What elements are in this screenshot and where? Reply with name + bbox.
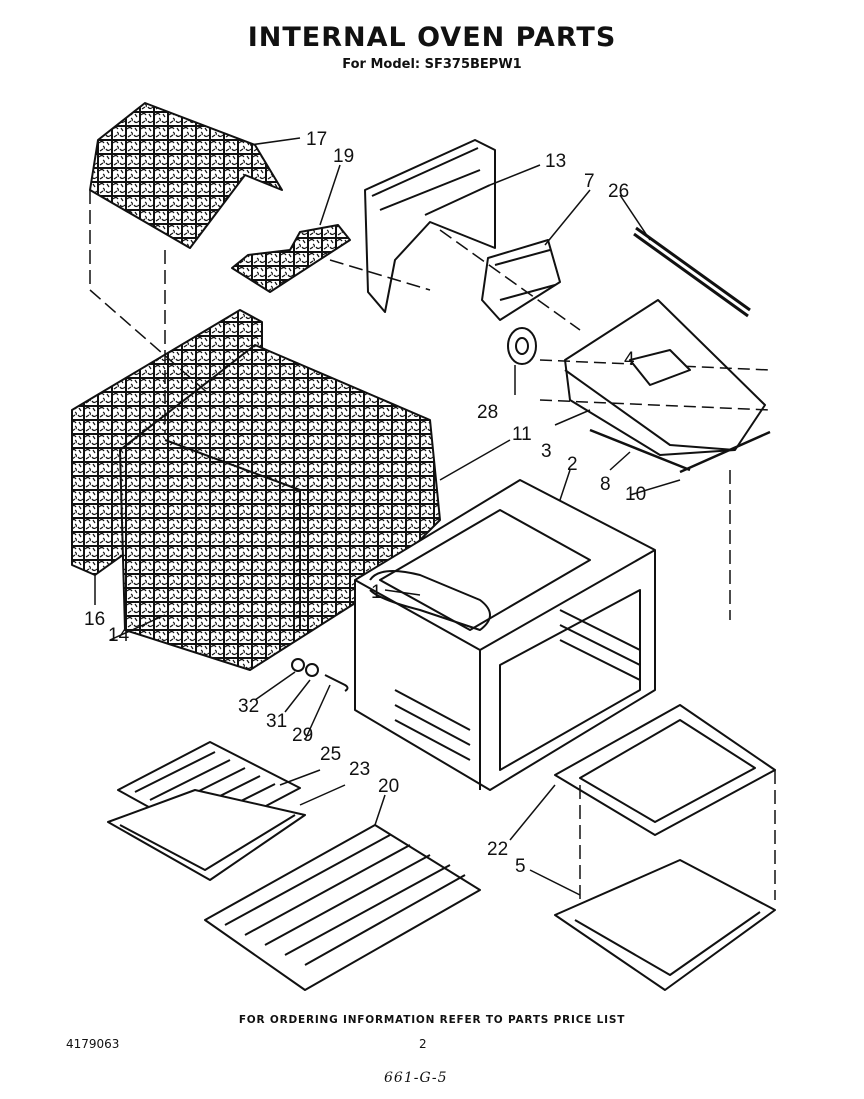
callout-1: 1: [371, 582, 382, 603]
part-1-element: [369, 570, 491, 631]
leader-lines: [94, 137, 681, 896]
document-number: 4179063: [66, 1037, 120, 1051]
part-32-nut: [291, 658, 305, 672]
callout-7: 7: [584, 171, 595, 192]
part-2-oven-liner: [354, 479, 656, 791]
part-29-clip: [324, 674, 349, 692]
callout-8: 8: [600, 474, 611, 495]
callout-26: 26: [608, 181, 629, 202]
part-26-rod: [633, 226, 751, 318]
callout-13: 13: [545, 151, 566, 172]
callout-3: 3: [541, 441, 552, 462]
callout-23: 23: [349, 759, 370, 780]
dashed-alignment-lines: [89, 190, 776, 905]
part-5-bottom-panel: [554, 859, 776, 991]
part-17-top-insulation: [89, 102, 283, 249]
callout-10: 10: [625, 484, 646, 505]
callout-28: 28: [477, 402, 498, 423]
part-4-bracket: [629, 349, 691, 386]
part-8-gasket: [589, 428, 691, 472]
page-number: 2: [419, 1037, 427, 1051]
part-20-oven-rack: [204, 824, 481, 991]
callout-29: 29: [292, 725, 313, 746]
callout-20: 20: [378, 776, 399, 797]
part-28-fan: [507, 327, 537, 365]
part-23-broil-pan: [107, 789, 306, 881]
callout-5: 5: [515, 856, 526, 877]
callout-31: 31: [266, 711, 287, 732]
callout-19: 19: [333, 146, 354, 167]
part-31-washer: [305, 663, 319, 677]
part-19-insulation-pad: [231, 224, 351, 293]
callout-2: 2: [567, 454, 578, 475]
ordering-note: FOR ORDERING INFORMATION REFER TO PARTS …: [238, 1014, 626, 1026]
handwritten-note: 661-G-5: [384, 1070, 448, 1086]
callout-17: 17: [306, 129, 327, 150]
part-13-panel: [364, 139, 496, 313]
callout-22: 22: [487, 839, 508, 860]
callout-32: 32: [238, 696, 259, 717]
part-10-gasket: [679, 430, 771, 474]
callout-25: 25: [320, 744, 341, 765]
page-title: INTERNAL OVEN PARTS: [247, 22, 617, 53]
callout-11: 11: [512, 424, 532, 445]
callout-labels: 17 19 13 7 26 4 28 3 8 10 11 2 1 16 14 3…: [84, 129, 646, 877]
callout-14: 14: [108, 625, 130, 646]
model-subtitle: For Model: SF375BEPW1: [342, 57, 522, 72]
callout-16: 16: [84, 609, 105, 630]
callout-4: 4: [624, 349, 635, 370]
